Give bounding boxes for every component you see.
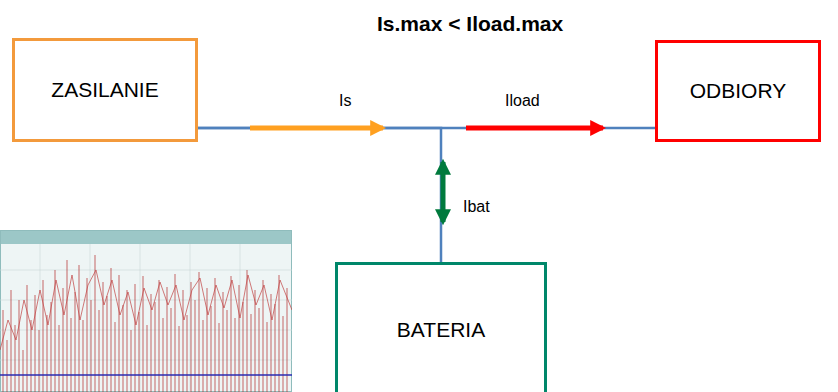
- current-arrow: [466, 126, 603, 131]
- screenshot-header: [1, 231, 291, 244]
- load-box: ODBIORY: [655, 40, 821, 142]
- current-arrow: [250, 126, 383, 131]
- battery-box: BATERIA: [335, 262, 547, 392]
- supply-box: ZASILANIE: [12, 38, 198, 142]
- plot-grid: [0, 244, 292, 392]
- current-label: Iload: [505, 92, 540, 110]
- waveform-screenshot: [0, 230, 292, 392]
- waveform-envelope: [0, 270, 292, 350]
- current-label: Is: [339, 92, 351, 110]
- limit-line: [0, 374, 292, 376]
- box-label: ODBIORY: [690, 79, 786, 103]
- waveform-spikes: [3, 255, 287, 392]
- box-label: ZASILANIE: [51, 78, 158, 102]
- screenshot-frame: [0, 230, 292, 392]
- current-label: Ibat: [463, 198, 490, 216]
- wire: [198, 128, 441, 262]
- box-label: BATERIA: [397, 318, 485, 342]
- current-arrow: [441, 162, 446, 222]
- diagram-title: Is.max < Iload.max: [377, 12, 563, 36]
